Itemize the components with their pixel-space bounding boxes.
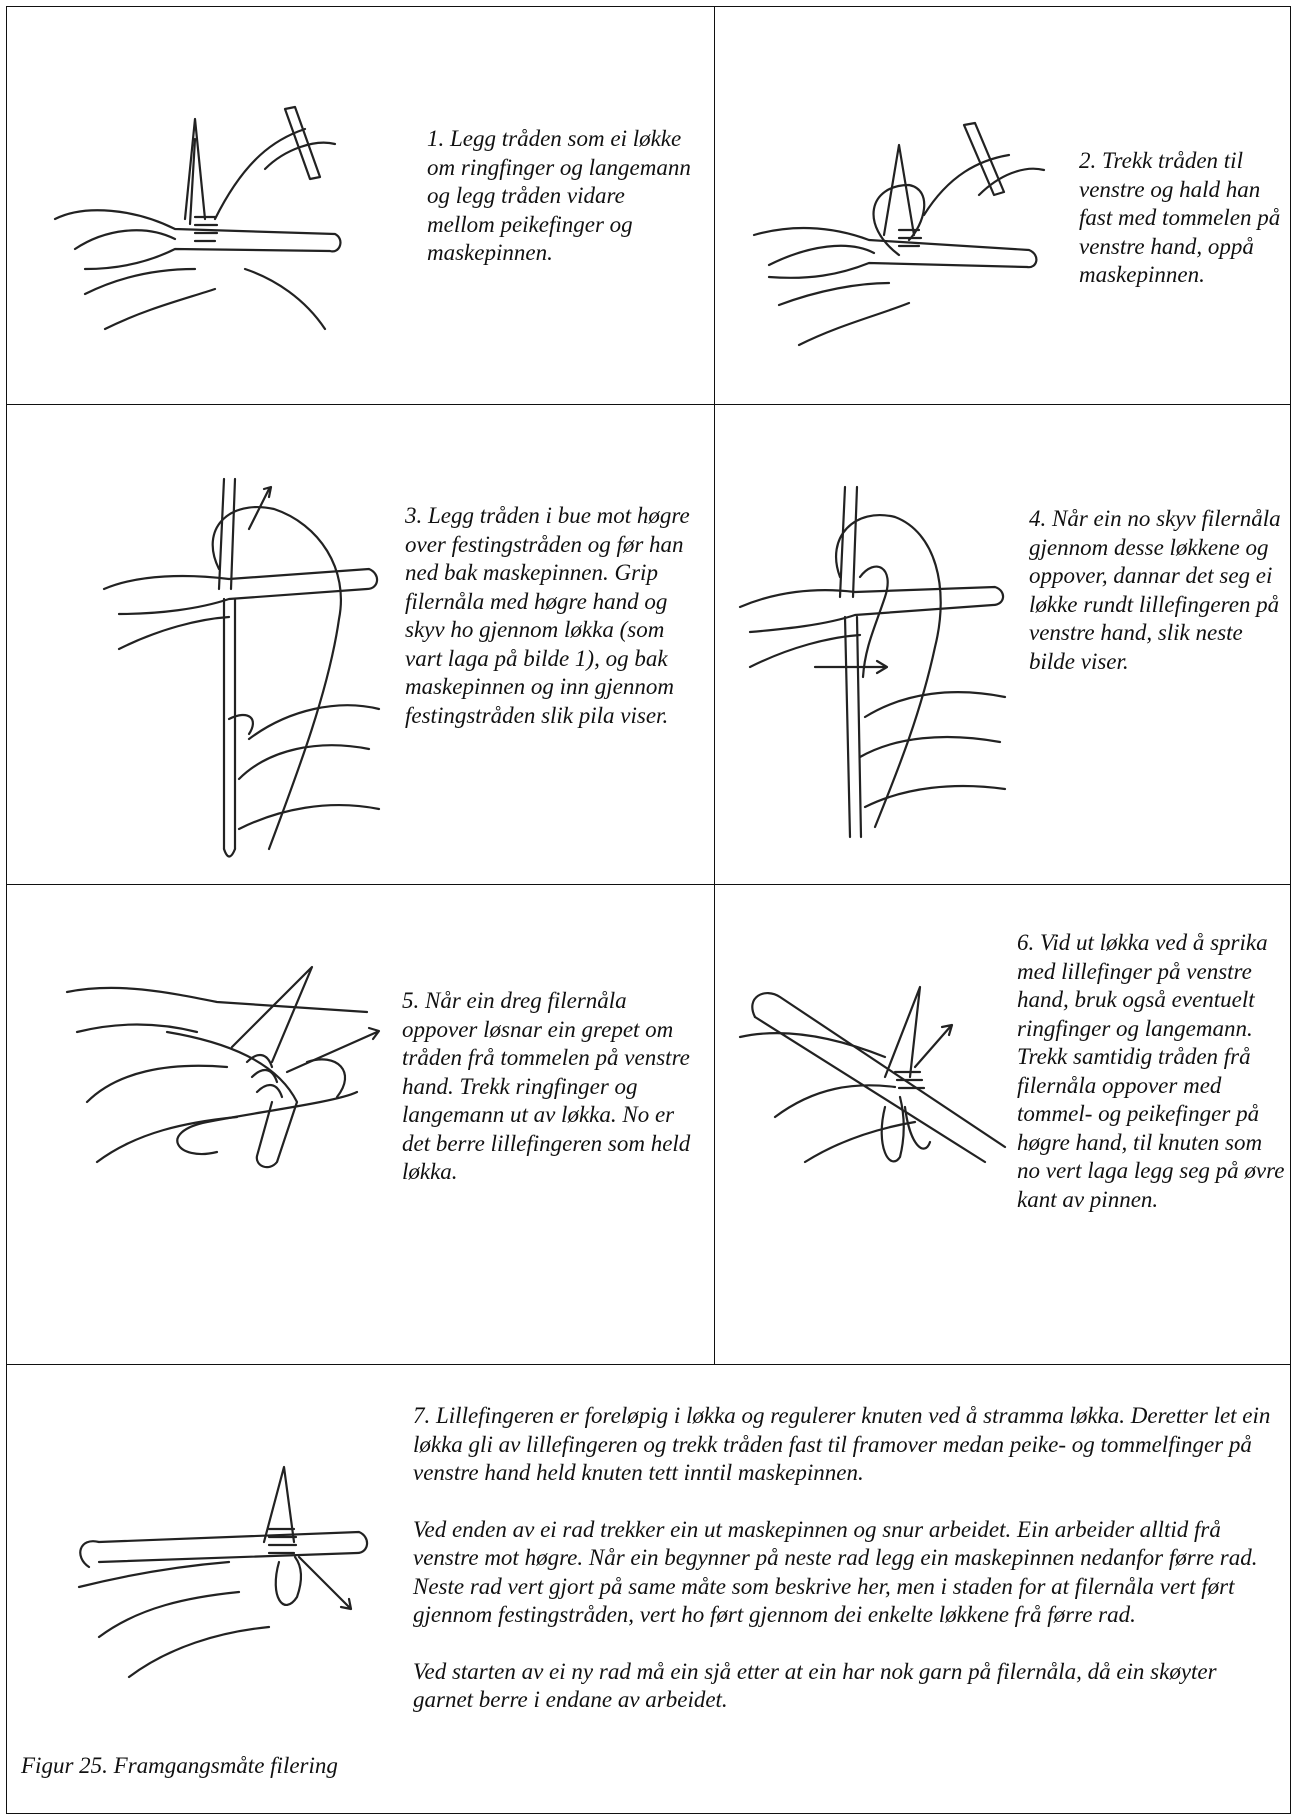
step-3-text: 3. Legg tråden i bue mot høgre over fest… — [405, 502, 705, 730]
row-divider — [7, 1364, 1290, 1365]
column-divider — [714, 7, 715, 1364]
step-1-text: 1. Legg tråden som ei løkke om ringfinge… — [427, 125, 697, 268]
hand-illustration-1 — [45, 99, 345, 359]
step-7-paragraph: 7. Lillefingeren er foreløpig i løkka og… — [413, 1402, 1273, 1488]
row-divider — [7, 884, 1290, 885]
step-2-text: 2. Trekk tråden til venstre og hald han … — [1079, 147, 1289, 290]
figure-caption: Figur 25. Framgangsmåte filering — [21, 1752, 351, 1781]
hand-illustration-6 — [735, 977, 1015, 1177]
step-6-text: 6. Vid ut løkka ved å sprika med lillefi… — [1017, 929, 1287, 1214]
hand-illustration-3 — [99, 469, 389, 869]
hand-illustration-4 — [735, 477, 1015, 847]
hand-illustration-5 — [57, 952, 387, 1182]
step-7-paragraph: Ved enden av ei rad trekker ein ut maske… — [413, 1516, 1273, 1630]
step-7-paragraph: Ved starten av ei ny rad må ein sjå ette… — [413, 1658, 1273, 1715]
step-4-text: 4. Når ein no skyv filernåla gjennom des… — [1029, 505, 1289, 676]
row-divider — [7, 404, 1290, 405]
hand-illustration-2 — [749, 105, 1049, 365]
step-7-text: 7. Lillefingeren er foreløpig i løkka og… — [413, 1402, 1273, 1743]
step-5-text: 5. Når ein dreg filernåla oppover løsnar… — [402, 987, 692, 1187]
hand-illustration-7 — [69, 1457, 379, 1697]
instruction-sheet: 1. Legg tråden som ei løkke om ringfinge… — [6, 6, 1291, 1814]
